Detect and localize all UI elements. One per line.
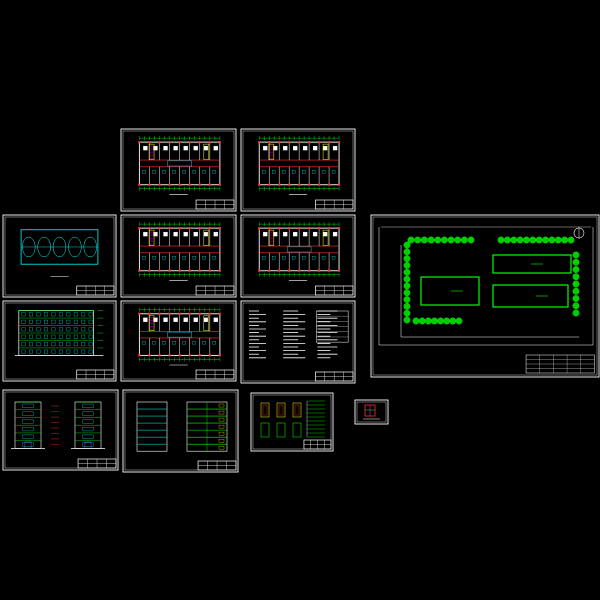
- floor-plan-3-sheet: [120, 214, 237, 298]
- roof-plan-sheet: [2, 214, 117, 298]
- site-plan-sheet: [370, 214, 600, 378]
- floor-plan-5-sheet: [120, 300, 237, 382]
- floor-plan-2-sheet: [240, 128, 356, 212]
- front-elevation-sheet: [2, 300, 117, 382]
- section-drawings-sheet: [122, 389, 239, 473]
- design-notes-sheet: [240, 300, 356, 384]
- detail-drawings-sheet: [250, 392, 334, 452]
- floor-plan-4-sheet: [240, 214, 356, 298]
- floor-plan-1-sheet: [120, 128, 237, 212]
- side-elevations-sheet: [2, 389, 119, 471]
- small-detail-sheet: [354, 399, 389, 425]
